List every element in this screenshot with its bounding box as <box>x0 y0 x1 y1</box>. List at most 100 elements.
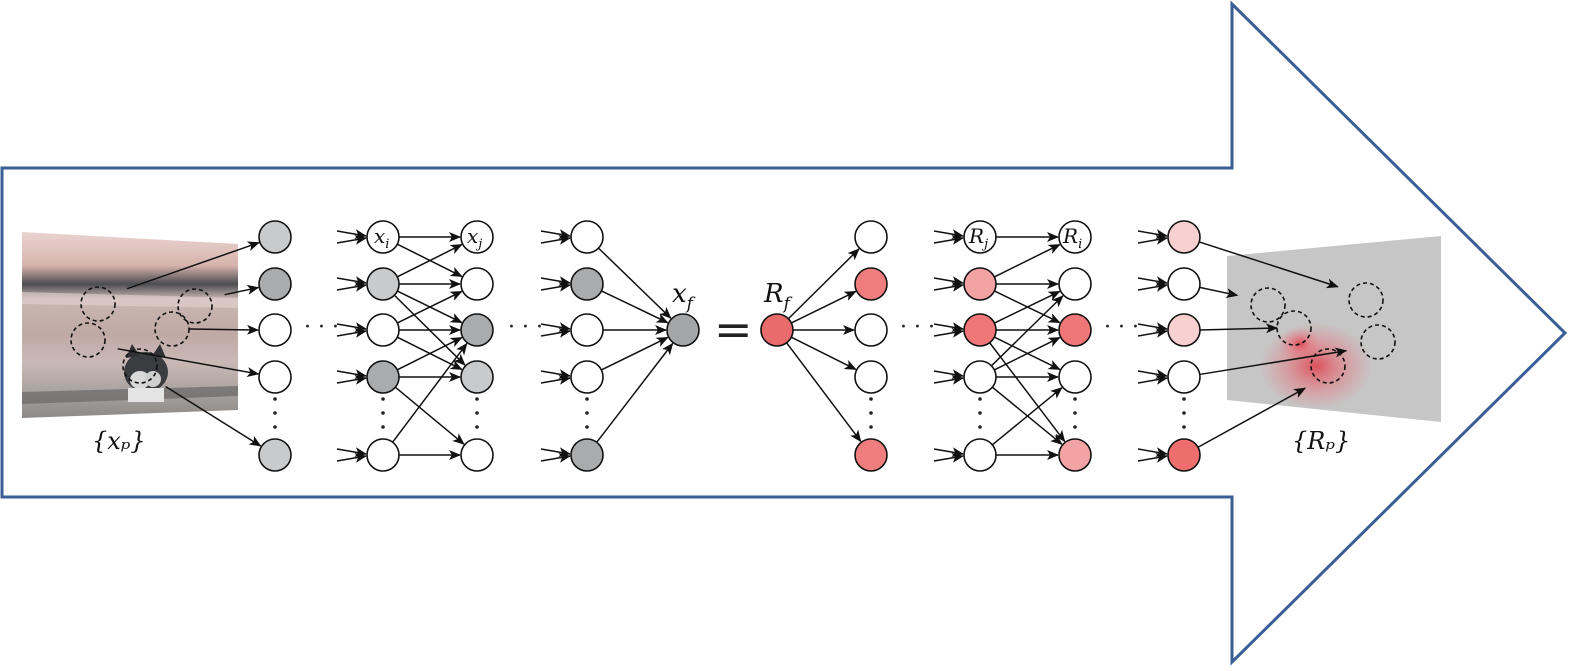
stub-b2-1-b <box>933 281 964 292</box>
r-i-label: Ri <box>1062 224 1082 252</box>
stub-b2-3-b <box>933 374 964 385</box>
bwd-edge-11 <box>991 387 1063 446</box>
bwd-node-B3-0 <box>1058 220 1092 254</box>
stub-b2-4-a <box>933 447 964 458</box>
bwd-B2-dot-1 <box>978 411 982 415</box>
to-xf-edge-4 <box>596 342 674 443</box>
input-set-label: {xₚ} <box>92 427 146 455</box>
to-patch-edge-3 <box>1199 323 1278 334</box>
fwd-node-L2-1 <box>366 267 400 301</box>
bwd-node-B2-3 <box>963 360 997 394</box>
stub-l4-2-a <box>540 322 571 333</box>
network-edges <box>117 229 1348 463</box>
fwd-L3-dot-0 <box>475 397 479 401</box>
fwd-L1-dot-0 <box>273 397 277 401</box>
bwd-node-B4-2 <box>1167 313 1201 347</box>
fwd-node-L2-2 <box>366 313 400 347</box>
to-patch-edge-2 <box>1199 286 1239 299</box>
stub-l2-4-b <box>336 452 367 463</box>
bwd-B4-dot-1 <box>1182 411 1186 415</box>
bwd-edge-10 <box>990 295 1064 367</box>
bwd-B3-dot-2 <box>1073 425 1077 429</box>
stub-b4-4-a <box>1137 447 1168 458</box>
x-i-label: xi <box>374 224 389 252</box>
x-f-label: xf <box>672 279 696 314</box>
stub-l4-3-b <box>540 374 571 385</box>
bwd-B3-dot-1 <box>1073 411 1077 415</box>
stub-l4-0-b <box>540 234 571 245</box>
fwd-node-L2-0 <box>366 220 400 254</box>
bwd-node-B3-1 <box>1058 267 1092 301</box>
fwd-node-L2-3 <box>366 360 400 394</box>
patch-edge-3 <box>188 324 259 335</box>
bwd-node-B4-3 <box>1167 360 1201 394</box>
stub-b4-2-b <box>1137 327 1168 338</box>
stub-l2-0-a <box>336 229 367 240</box>
fwd-L4-dot-0 <box>585 397 589 401</box>
stub-b4-0-a <box>1137 229 1168 240</box>
stub-l2-4-a <box>336 447 367 458</box>
stub-b4-1-b <box>1137 281 1168 292</box>
fwd-node-L1-0 <box>258 220 292 254</box>
stub-l4-1-a <box>540 276 571 287</box>
fwd-edge-11 <box>393 294 466 366</box>
bwd-node-B3-4 <box>1058 438 1092 472</box>
output-node-xf <box>666 313 700 347</box>
stub-l2-3-b <box>336 374 367 385</box>
fwd-L2-dot-1 <box>381 411 385 415</box>
from-rf-edge-1 <box>791 290 857 324</box>
stub-l4-4-b <box>540 452 571 463</box>
bwd-node-B2-2 <box>963 313 997 347</box>
patch-edge-4 <box>117 348 260 377</box>
from-rf-edge-4 <box>786 342 862 443</box>
fwd-L3-dot-1 <box>475 411 479 415</box>
to-patch-edge-4 <box>1199 347 1348 376</box>
relevance-node-rf <box>760 313 794 347</box>
bwd-B1-dot-2 <box>869 425 873 429</box>
stub-l2-2-b <box>336 327 367 338</box>
stub-b2-2-b <box>933 327 964 338</box>
stub-l4-0-a <box>540 229 571 240</box>
bwd-B4-dot-0 <box>1182 397 1186 401</box>
bwd-edge-13 <box>989 342 1066 443</box>
stub-b4-0-b <box>1137 234 1168 245</box>
stub-l2-2-a <box>336 322 367 333</box>
r-f-label: Rf <box>763 279 793 314</box>
patch-edge-5 <box>165 385 262 447</box>
ellipsis-4: · · · <box>1104 315 1139 340</box>
to-xf-edge-0 <box>597 247 672 319</box>
fwd-L4-dot-2 <box>585 425 589 429</box>
bwd-B2-dot-0 <box>978 397 982 401</box>
bwd-B3-dot-0 <box>1073 397 1077 401</box>
stub-b2-4-b <box>933 452 964 463</box>
stub-l4-2-b <box>540 327 571 338</box>
bwd-node-B2-4 <box>963 438 997 472</box>
bwd-B4-dot-2 <box>1182 425 1186 429</box>
stub-l4-3-a <box>540 369 571 380</box>
stub-l2-0-b <box>336 234 367 245</box>
stub-l2-1-b <box>336 281 367 292</box>
fwd-edge-8 <box>396 336 463 371</box>
stub-b2-1-a <box>933 276 964 287</box>
bwd-B1-dot-1 <box>869 411 873 415</box>
fwd-node-L4-3 <box>570 360 604 394</box>
stub-b4-1-a <box>1137 276 1168 287</box>
bwd-B2-dot-2 <box>978 425 982 429</box>
stub-b2-3-a <box>933 369 964 380</box>
from-rf-edge-0 <box>787 248 860 320</box>
ellipsis-2: · · · <box>508 315 543 340</box>
stub-l4-1-b <box>540 281 571 292</box>
bwd-node-B4-1 <box>1167 267 1201 301</box>
fwd-L1-dot-1 <box>273 411 277 415</box>
bwd-node-B1-2 <box>854 313 888 347</box>
fwd-edge-12 <box>392 342 468 443</box>
stub-b2-2-a <box>933 322 964 333</box>
output-image <box>1227 236 1441 422</box>
ellipsis-1: · · · <box>304 315 339 340</box>
bwd-node-B4-4 <box>1167 438 1201 472</box>
to-xf-edge-3 <box>601 336 669 371</box>
column-vertical-dots <box>273 397 1186 429</box>
fwd-node-L4-4 <box>570 438 604 472</box>
to-patch-edge-5 <box>1197 387 1306 448</box>
stub-b4-2-a <box>1137 322 1168 333</box>
